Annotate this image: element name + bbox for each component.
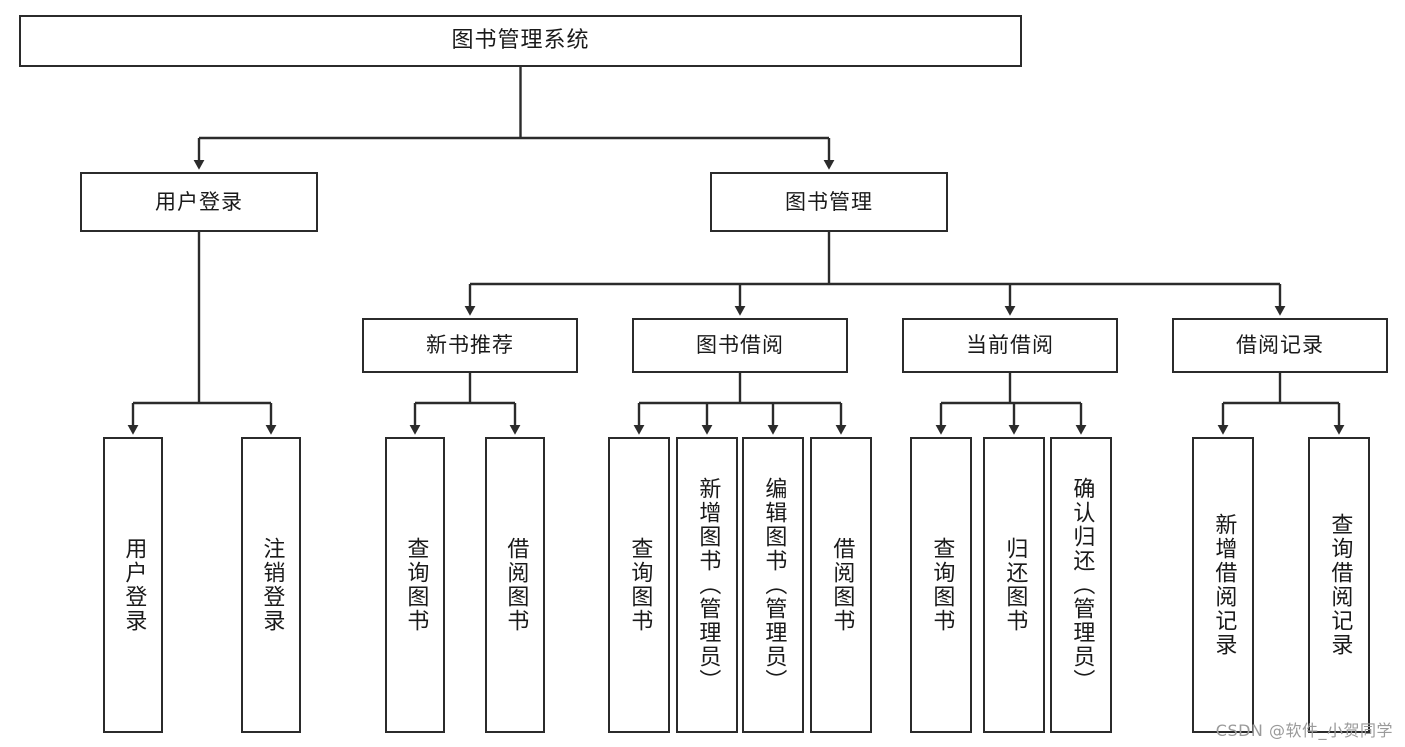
node-label: 图书管理系统 [451, 28, 590, 54]
node-label: 借阅图书 [503, 537, 529, 633]
node-current-borrow[interactable]: 当前借阅 [902, 318, 1118, 373]
node-label: 图书管理 [785, 189, 873, 214]
node-label: 查询图书 [627, 537, 653, 633]
node-label: 借阅记录 [1236, 333, 1324, 358]
node-leaf-br-add[interactable]: 新增借阅记录 [1192, 437, 1254, 733]
node-label: 借阅图书 [829, 537, 855, 633]
node-book-manage[interactable]: 图书管理 [710, 172, 948, 232]
node-label: 用户登录 [155, 189, 243, 214]
node-new-book-rec[interactable]: 新书推荐 [362, 318, 578, 373]
node-leaf-br-query[interactable]: 查询借阅记录 [1308, 437, 1370, 733]
node-leaf-user-login[interactable]: 用户登录 [103, 437, 163, 733]
node-label: 查询图书 [403, 537, 429, 633]
node-leaf-rec-borrow[interactable]: 借阅图书 [485, 437, 545, 733]
node-label: 归还图书 [1002, 537, 1028, 633]
node-label: 编辑图书（管理员） [761, 477, 787, 693]
node-label: 当前借阅 [966, 333, 1054, 358]
node-leaf-rec-query[interactable]: 查询图书 [385, 437, 445, 733]
node-leaf-cb-confirm[interactable]: 确认归还（管理员） [1050, 437, 1112, 733]
node-label: 查询图书 [929, 537, 955, 633]
node-leaf-user-logout[interactable]: 注销登录 [241, 437, 301, 733]
node-label: 新增图书（管理员） [695, 477, 721, 693]
node-root[interactable]: 图书管理系统 [19, 15, 1022, 67]
node-label: 图书借阅 [696, 333, 784, 358]
node-label: 用户登录 [121, 537, 147, 633]
watermark: CSDN @软件_小贺同学 [1215, 721, 1393, 740]
node-label: 确认归还（管理员） [1069, 477, 1095, 693]
node-book-borrow[interactable]: 图书借阅 [632, 318, 848, 373]
node-leaf-bb-query[interactable]: 查询图书 [608, 437, 670, 733]
node-leaf-cb-return[interactable]: 归还图书 [983, 437, 1045, 733]
node-leaf-bb-borrow[interactable]: 借阅图书 [810, 437, 872, 733]
node-label: 注销登录 [259, 537, 285, 633]
node-user-login[interactable]: 用户登录 [80, 172, 318, 232]
node-borrow-record[interactable]: 借阅记录 [1172, 318, 1388, 373]
node-label: 新书推荐 [426, 333, 514, 358]
node-leaf-cb-query[interactable]: 查询图书 [910, 437, 972, 733]
node-leaf-bb-add[interactable]: 新增图书（管理员） [676, 437, 738, 733]
node-label: 新增借阅记录 [1211, 513, 1237, 657]
node-leaf-bb-edit[interactable]: 编辑图书（管理员） [742, 437, 804, 733]
node-label: 查询借阅记录 [1327, 513, 1353, 657]
